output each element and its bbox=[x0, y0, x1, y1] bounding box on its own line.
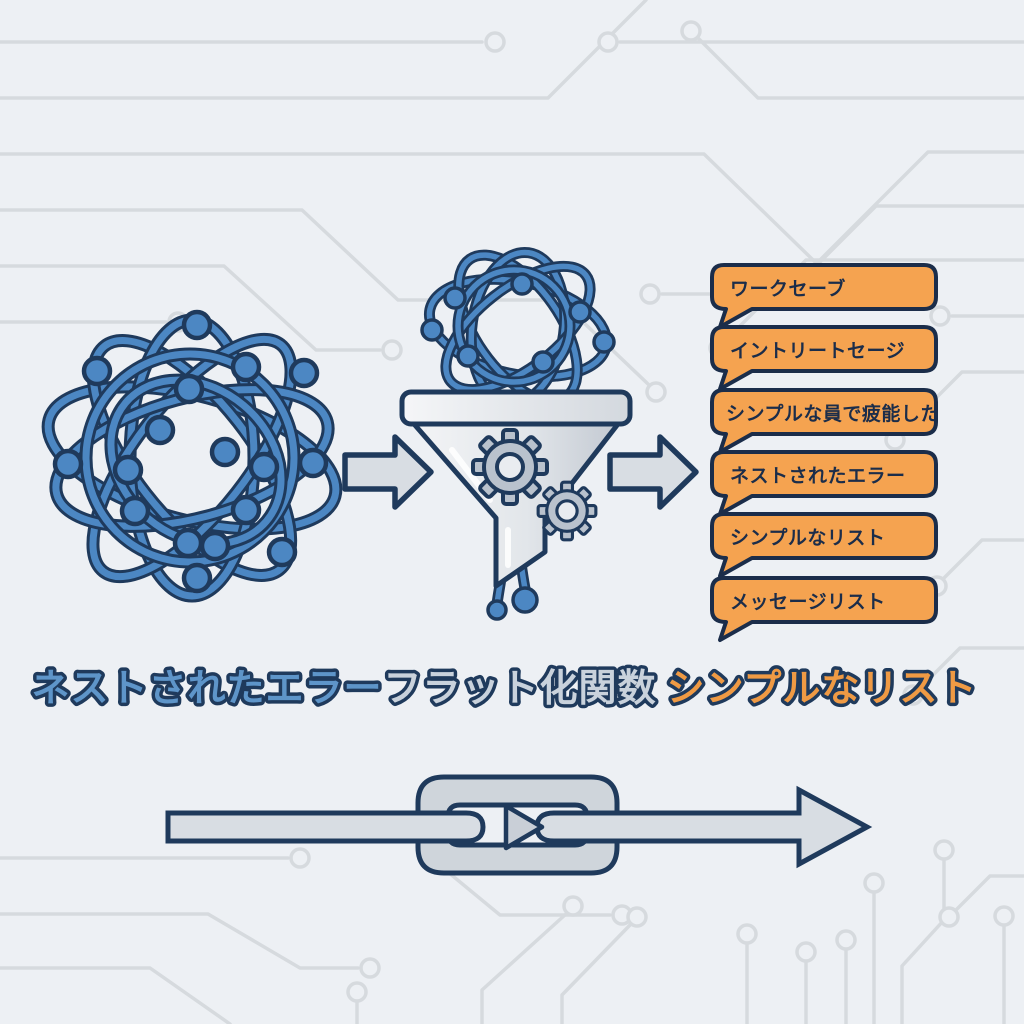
circuit-pattern-bottom-right bbox=[736, 839, 1024, 1024]
pipeline-bar-right-arrow bbox=[534, 785, 873, 869]
funnel-rim bbox=[399, 389, 633, 427]
list-item: ネストされたエラー bbox=[710, 450, 938, 516]
stage-label-nested-errors: ネストされたエラー bbox=[31, 666, 382, 710]
circuit-pattern-top-right bbox=[597, 20, 1024, 706]
list-item: イントリートセージ bbox=[710, 325, 938, 391]
pipeline-link-play-icon bbox=[165, 774, 873, 876]
pipeline-bar-left bbox=[165, 810, 486, 844]
bubble-text: シンプルな員で疲能した bbox=[726, 402, 940, 425]
bubble-text: メッセージリスト bbox=[730, 591, 886, 613]
list-item: シンプルなリスト bbox=[710, 512, 938, 578]
bubble-text: ワークセーブ bbox=[730, 277, 846, 300]
bubble-text: イントリートセージ bbox=[730, 340, 905, 362]
funnel-with-gears-icon bbox=[399, 246, 633, 621]
list-item: シンプルな員で疲能した bbox=[710, 388, 940, 454]
message-bubble-list: ワークセーブ イントリートセージ シンプルな員で疲能した ネストされたエラー シ… bbox=[710, 263, 940, 642]
bubble-text: ネストされたエラー bbox=[730, 465, 906, 487]
stage-label-flatten-function: フラット化関数 bbox=[383, 666, 656, 710]
gear-icon-large bbox=[471, 428, 549, 506]
gear-icon-small bbox=[536, 480, 598, 542]
stage-label-simple-list: シンプルなリスト bbox=[667, 666, 978, 710]
stage-labels: ネストされたエラー フラット化関数 シンプルなリスト bbox=[28, 663, 980, 714]
list-item: ワークセーブ bbox=[710, 263, 938, 329]
block-arrow-right-icon bbox=[607, 434, 699, 510]
tangle-nodes bbox=[52, 309, 329, 594]
play-triangle-icon bbox=[503, 803, 545, 851]
circuit-pattern-bottom-left bbox=[0, 845, 648, 1024]
tangled-knot-icon bbox=[41, 309, 343, 603]
list-item: メッセージリスト bbox=[710, 576, 938, 642]
block-arrow-right-icon bbox=[342, 434, 434, 510]
bubble-text: シンプルなリスト bbox=[730, 526, 885, 549]
